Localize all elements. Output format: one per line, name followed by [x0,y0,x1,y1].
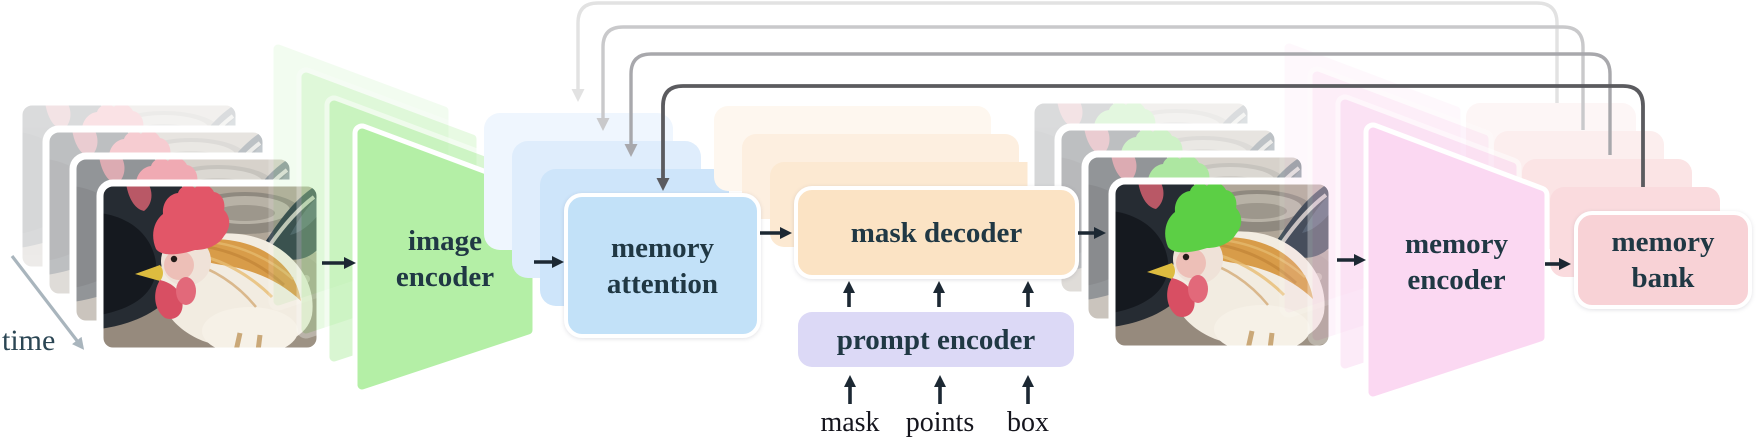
prompt-input-box-label: box [1007,407,1049,438]
prompt-encoder-node: prompt encoder [798,312,1074,367]
memory-encoder-shape-stack [1279,38,1550,402]
prompt-input-mask-label: mask [820,407,880,438]
memory-attention-label-line1: memory [610,231,715,264]
memory-bank-label-line2: bank [1631,262,1695,294]
input-frame-current [100,183,320,351]
prompt-encoder-label: prompt encoder [836,323,1036,356]
mask-decoder-label: mask decoder [850,216,1023,249]
time-axis-label: time [2,324,56,357]
memory-bank-label-line1: memory [1611,226,1715,258]
prompt-input-points-label: points [905,407,975,438]
memory-attention-node: memory attention [564,193,761,338]
output-frame-current-masked [1112,181,1332,349]
memory-attention-label-line2: attention [606,267,719,300]
memory-bank-node: memory bank [1574,211,1752,309]
mask-decoder-node: mask decoder [794,186,1079,279]
input-frames-stack [15,98,324,355]
